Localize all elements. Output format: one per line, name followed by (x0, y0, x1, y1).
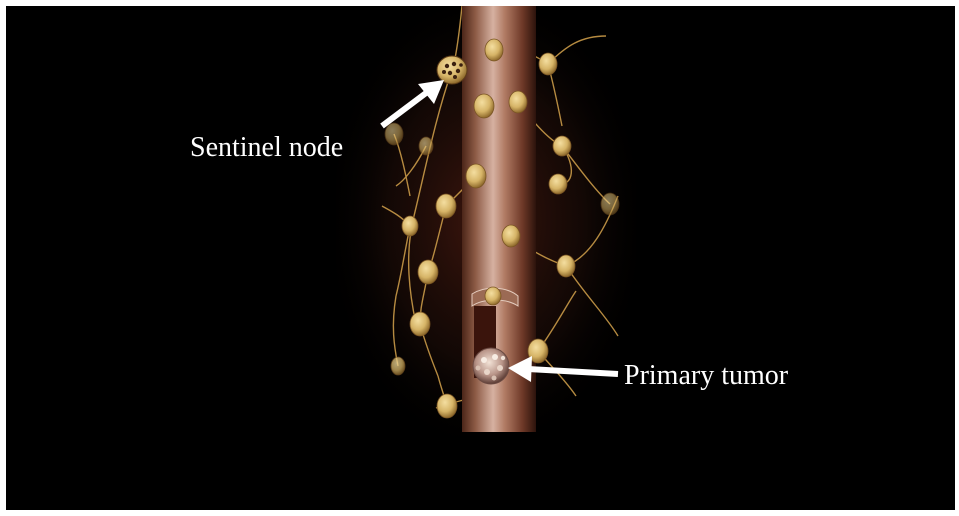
sentinel-node-label: Sentinel node (190, 132, 343, 164)
primary-tumor (473, 348, 509, 384)
primary-tumor-label: Primary tumor (624, 360, 788, 392)
sentinel-node-illustration (6, 6, 955, 510)
sentinel-node (437, 56, 467, 84)
figure-panel: Sentinel node Primary tumor (6, 6, 955, 510)
